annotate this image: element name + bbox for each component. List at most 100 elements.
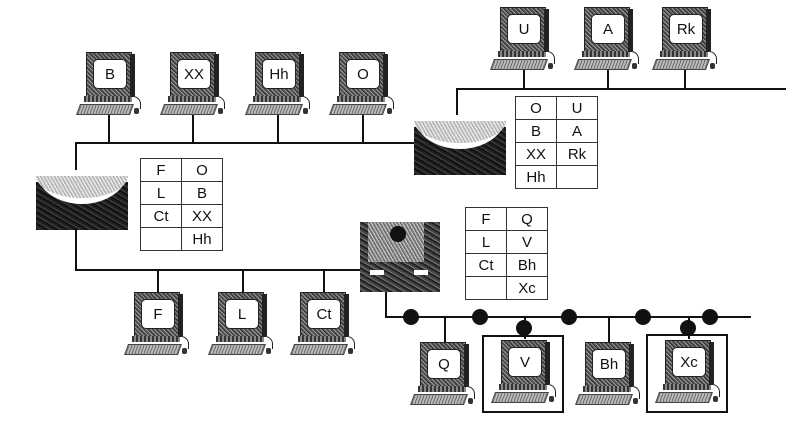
tap-icon xyxy=(635,309,651,325)
mouse-icon xyxy=(303,108,308,114)
monitor-base xyxy=(660,51,708,57)
host-upper-right-computer-icon[interactable]: U xyxy=(489,7,555,71)
monitor-side xyxy=(464,344,469,386)
monitor-side xyxy=(178,294,183,336)
monitor-base xyxy=(663,384,711,390)
host-lower-right-computer-icon[interactable]: V xyxy=(490,340,556,404)
monitor-side xyxy=(629,344,634,386)
monitor-base xyxy=(132,336,180,342)
host-label: Xc xyxy=(672,347,706,377)
keyboard-icon xyxy=(654,392,714,403)
tap-icon xyxy=(403,309,419,325)
table-cell: XX xyxy=(181,204,223,228)
host-lower-right-computer-icon[interactable]: Bh xyxy=(574,342,640,406)
table-cell: Xc xyxy=(506,276,548,300)
mouse-cord xyxy=(629,386,640,399)
table-cell: XX xyxy=(515,142,557,166)
host-lower-left-computer-icon[interactable]: F xyxy=(123,292,189,356)
table-cell: Hh xyxy=(515,165,557,189)
tap-icon xyxy=(516,320,532,336)
table-cell: Bh xyxy=(506,253,548,277)
router-icon[interactable] xyxy=(360,222,440,292)
drop xyxy=(242,270,244,292)
host-lower-right-computer-icon[interactable]: Xc xyxy=(654,340,720,404)
drop xyxy=(192,115,194,143)
mouse-icon xyxy=(710,63,715,69)
keyboard-icon xyxy=(409,394,469,405)
lower-left-bus xyxy=(75,269,365,271)
keyboard-icon xyxy=(574,394,634,405)
monitor: U xyxy=(500,7,546,53)
drop xyxy=(684,70,686,89)
keyboard-icon xyxy=(651,59,711,70)
table-cell xyxy=(140,227,182,251)
bridge-right-icon[interactable] xyxy=(414,115,506,175)
host-upper-right-computer-icon[interactable]: Rk xyxy=(651,7,717,71)
keyboard-icon xyxy=(328,104,388,115)
table-cell: B xyxy=(515,119,557,143)
keyboard-icon xyxy=(289,344,349,355)
monitor-side xyxy=(130,54,135,96)
monitor-side xyxy=(383,54,388,96)
arrow-icon xyxy=(370,270,384,275)
mouse-icon xyxy=(266,348,271,354)
upper-left-bus xyxy=(75,142,430,144)
host-upper-left-computer-icon[interactable]: B xyxy=(75,52,141,116)
table-cell: Q xyxy=(506,207,548,231)
highlight-frame-xc xyxy=(646,334,728,413)
monitor: B xyxy=(86,52,132,98)
table-cell: O xyxy=(181,158,223,182)
host-lower-right-computer-icon[interactable]: Q xyxy=(409,342,475,406)
keyboard-icon xyxy=(490,392,550,403)
table-row: Hh xyxy=(140,227,223,251)
monitor: Ct xyxy=(300,292,346,338)
monitor-side xyxy=(544,9,549,51)
mouse-cord xyxy=(709,384,720,397)
monitor-base xyxy=(298,336,346,342)
tap-icon xyxy=(472,309,488,325)
host-upper-right-computer-icon[interactable]: A xyxy=(573,7,639,71)
host-lower-left-computer-icon[interactable]: Ct xyxy=(289,292,355,356)
drop xyxy=(277,115,279,143)
monitor-side xyxy=(709,342,714,384)
mouse-cord xyxy=(344,336,355,349)
drop xyxy=(608,317,610,343)
table-cell: L xyxy=(140,181,182,205)
bridge-left-icon[interactable] xyxy=(36,170,128,230)
mouse-cord xyxy=(214,96,225,109)
drop xyxy=(362,115,364,143)
host-upper-left-computer-icon[interactable]: XX xyxy=(159,52,225,116)
mouse-cord xyxy=(178,336,189,349)
monitor: Xc xyxy=(665,340,711,386)
monitor-base xyxy=(582,51,630,57)
router-light-icon xyxy=(390,226,406,242)
host-label: Rk xyxy=(669,14,703,44)
monitor: Bh xyxy=(585,342,631,388)
upper-right-bus xyxy=(456,88,786,90)
monitor-side xyxy=(628,9,633,51)
monitor-base xyxy=(253,96,301,102)
drop xyxy=(108,115,110,143)
host-label: A xyxy=(591,14,625,44)
host-lower-left-computer-icon[interactable]: L xyxy=(207,292,273,356)
host-label: U xyxy=(507,14,541,44)
mouse-icon xyxy=(549,396,554,402)
table-cell xyxy=(465,276,507,300)
keyboard-icon xyxy=(123,344,183,355)
table-cell: O xyxy=(515,96,557,120)
drop xyxy=(523,70,525,89)
monitor: L xyxy=(218,292,264,338)
host-upper-left-computer-icon[interactable]: O xyxy=(328,52,394,116)
mouse-cord xyxy=(545,384,556,397)
host-label: B xyxy=(93,59,127,89)
monitor-base xyxy=(418,386,466,392)
host-upper-left-computer-icon[interactable]: Hh xyxy=(244,52,310,116)
